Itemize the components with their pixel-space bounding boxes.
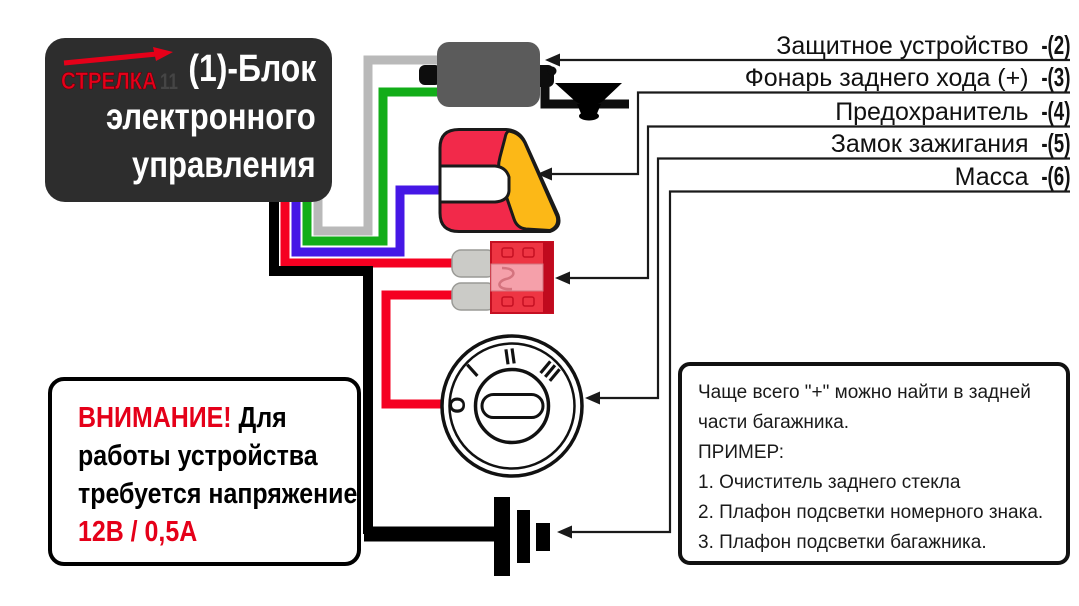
reverse-lamp (438, 128, 561, 233)
callout-ground-text: Масса (954, 163, 1029, 191)
lock-position-2: II (502, 343, 518, 369)
info-box: Чаще всего "+" можно найти в задней част… (678, 362, 1070, 565)
lamp-amber-section (497, 129, 560, 232)
ignition-lock: O I II III (440, 334, 584, 478)
relay-left-tab (419, 65, 441, 85)
ecu-title-line-1: (1)-Блок (188, 48, 316, 90)
leader-reverse-lamp (551, 91, 1070, 176)
info-line-6: 3. Плафон подсветки багажника. (698, 532, 987, 553)
leader-arrowheads (537, 53, 600, 539)
warning-line-2: работы устройства (78, 440, 318, 472)
gray-wire (313, 55, 438, 236)
arrow-protective-device (545, 53, 560, 67)
ground-symbol (494, 497, 550, 576)
protective-device (419, 42, 629, 121)
green-wire (302, 87, 438, 246)
fuse-pin-slots (501, 247, 535, 307)
relay-body (437, 42, 540, 107)
callout-ignition-lock-num: -(5) (1040, 128, 1070, 158)
horn-icon (555, 83, 622, 121)
arrow-reverse-lamp (537, 167, 552, 181)
arrow-fuse (555, 271, 570, 285)
fuse-terminal-upper (451, 249, 497, 278)
info-line-3: ПРИМЕР: (698, 442, 785, 463)
blue-wire (291, 185, 442, 257)
fuse-body-edge (543, 242, 553, 313)
fuse-window (490, 263, 544, 292)
warning-rating: 12В / 0,5А (78, 516, 198, 548)
lock-position-0: O (445, 396, 470, 413)
logo-arrow-shaft (63, 51, 158, 66)
callout-ignition-lock-text: Замок зажигания (830, 130, 1029, 158)
ground-bar-2 (517, 510, 530, 563)
callout-reverse-lamp: Фонарь заднего хода (+) -(3) (744, 62, 1070, 92)
lock-inner-ring (448, 342, 576, 470)
warning-line-1: ВНИМАНИЕ! Для (78, 399, 357, 437)
callout-ground: Масса -(6) (954, 161, 1070, 191)
info-line-2: части багажника. (698, 412, 850, 433)
ecu-block: СТРЕЛКА 11 (1)-Блок электронного управле… (45, 38, 332, 202)
callout-fuse-num: -(4) (1040, 96, 1070, 126)
fuse (451, 241, 554, 314)
lock-key-slot (480, 393, 545, 419)
leader-fuse (569, 125, 1070, 280)
callout-protective-device: Защитное устройство -(2) (776, 30, 1070, 60)
wire-bundle (269, 55, 498, 542)
black-wire-to-ground (269, 199, 373, 534)
arrow-ground (557, 525, 572, 539)
callout-fuse-text: Предохранитель (835, 98, 1029, 126)
fuse-element (498, 266, 515, 291)
logo-text: СТРЕЛКА (61, 68, 157, 95)
callout-fuse: Предохранитель -(4) (835, 96, 1070, 126)
red-wire-to-fuse (280, 199, 462, 268)
fuse-terminal-lower (451, 282, 497, 311)
callout-leader-lines (551, 58, 1070, 534)
callout-protective-device-num: -(2) (1040, 30, 1070, 60)
relay-terminal-dot (547, 66, 557, 76)
logo-suffix: 11 (160, 69, 178, 94)
ground-bar-3 (536, 523, 550, 551)
callout-ground-num: -(6) (1040, 161, 1070, 191)
logo-arrow-head (153, 47, 173, 61)
leader-ignition-lock (599, 157, 1070, 400)
callout-protective-device-text: Защитное устройство (776, 32, 1029, 60)
warning-attention: ВНИМАНИЕ! (78, 402, 232, 434)
warning-line-1-rest: Для (238, 402, 287, 434)
strelka-logo: СТРЕЛКА 11 (61, 47, 178, 95)
info-line-5: 2. Плафон подсветки номерного знака. (698, 502, 1044, 523)
info-text: Чаще всего "+" можно найти в задней част… (698, 378, 1043, 558)
ground-bar-1 (494, 497, 510, 576)
callout-reverse-lamp-text: Фонарь заднего хода (+) (744, 64, 1029, 92)
warning-box: ВНИМАНИЕ! Для работы устройства требуетс… (48, 377, 361, 566)
ecu-title-line-2: электронного (106, 96, 316, 137)
info-line-4: 1. Очиститель заднего стекла (698, 472, 961, 493)
leader-ground (571, 190, 1070, 534)
warning-line-3: требуется напряжение (78, 478, 358, 510)
warning-text: ВНИМАНИЕ! Для работы устройства требуетс… (78, 399, 403, 551)
lamp-white-band (438, 164, 511, 204)
info-line-1: Чаще всего "+" можно найти в задней (698, 382, 1031, 403)
callout-reverse-lamp-num: -(3) (1040, 62, 1070, 92)
ecu-title-line-3: управления (132, 144, 316, 185)
red-wire-fuse-to-lock (381, 290, 456, 409)
arrow-ignition-lock (585, 391, 600, 405)
callout-ignition-lock: Замок зажигания -(5) (830, 128, 1070, 158)
